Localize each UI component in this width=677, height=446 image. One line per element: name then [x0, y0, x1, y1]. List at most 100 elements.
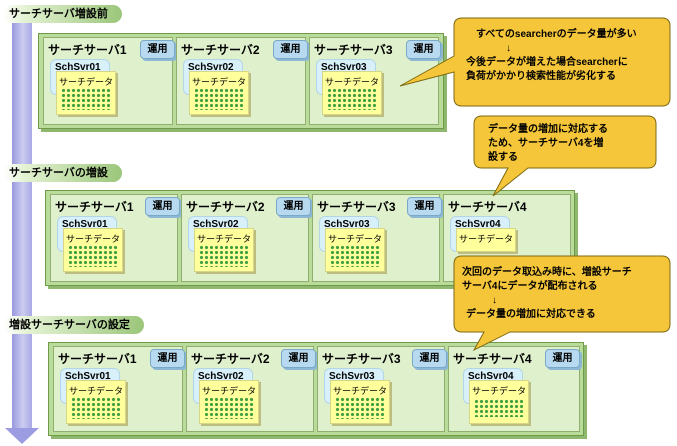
step-label-config: 増設サーチサーバの設定	[3, 316, 144, 334]
node-name: SchSvr02	[198, 371, 244, 382]
search-data-label: サーチデータ	[332, 386, 387, 396]
search-data-label: サーチデータ	[201, 386, 256, 396]
searcher-node: SchSvr02 サーチデータ	[188, 216, 254, 272]
data-dots	[61, 88, 111, 110]
server-title: サーチサーバ3	[314, 43, 393, 57]
operation-tag: 運用	[273, 40, 308, 59]
data-dots	[68, 245, 118, 267]
search-data-box: サーチデータ	[56, 71, 116, 115]
callout-1-line3: 負荷がかかり検索性能が劣化する	[466, 71, 616, 82]
server-title: サーチサーバ1	[55, 200, 134, 214]
data-dots	[330, 245, 380, 267]
search-data-label: サーチデータ	[191, 77, 246, 87]
search-server-2: サーチサーバ2 運用 SchSvr02 サーチデータ	[176, 37, 308, 125]
search-data-box: サーチデータ	[63, 228, 123, 272]
operation-tag: 運用	[412, 349, 447, 368]
search-server-3: サーチサーバ3 運用 SchSvr03 サーチデータ	[312, 194, 442, 282]
callout-3-text: 次回のデータ取込み時に、増設サーチ サーバ4にデータが配布される ↓ データ量の…	[462, 266, 667, 322]
operation-tag: 運用	[545, 349, 580, 368]
search-server-2: サーチサーバ2 運用 SchSvr02 サーチデータ	[186, 346, 316, 432]
server-group-add: サーチサーバ1 運用 SchSvr01 サーチデータ サーチサーバ2 運用 Sc…	[45, 190, 575, 286]
server-title: サーチサーバ4	[453, 352, 532, 366]
data-dots	[335, 397, 385, 419]
data-dots	[327, 88, 377, 110]
callout-1-line1: すべてのsearcherのデータ量が多い	[476, 29, 637, 40]
server-group-before: サーチサーバ1 運用 SchSvr01 サーチデータ サーチサーバ2 運用 Sc…	[38, 33, 444, 129]
operation-tag: 運用	[407, 197, 442, 216]
callout-1-arrow: ↓	[506, 43, 511, 54]
search-data-box: サーチデータ	[325, 228, 385, 272]
server-title: サーチサーバ1	[48, 43, 127, 57]
callout-3-line3: データ量の増加に対応できる	[466, 309, 596, 320]
operation-tag: 運用	[140, 40, 175, 59]
callout-3-arrow: ↓	[492, 295, 497, 306]
search-data-label: サーチデータ	[458, 234, 513, 244]
node-name: SchSvr03	[324, 219, 370, 230]
search-server-1: サーチサーバ1 運用 SchSvr01 サーチデータ	[43, 37, 175, 125]
searcher-node: SchSvr04 サーチデータ	[463, 368, 529, 424]
searcher-node: SchSvr02 サーチデータ	[183, 59, 249, 115]
search-data-label: サーチデータ	[324, 77, 379, 87]
node-name: SchSvr04	[455, 219, 501, 230]
search-data-box: サーチデータ	[194, 228, 254, 272]
node-name: SchSvr03	[321, 62, 367, 73]
callout-3-line1: 次回のデータ取込み時に、増設サーチ	[462, 267, 632, 278]
search-data-label: サーチデータ	[65, 234, 120, 244]
node-name: SchSvr02	[188, 62, 234, 73]
operation-tag: 運用	[150, 349, 185, 368]
search-data-box: サーチデータ	[66, 380, 126, 424]
server-title: サーチサーバ3	[322, 352, 401, 366]
data-dots	[474, 399, 524, 417]
data-dots	[194, 88, 244, 110]
search-data-label: サーチデータ	[68, 386, 123, 396]
search-data-label: サーチデータ	[58, 77, 113, 87]
callout-1-text: すべてのsearcherのデータ量が多い ↓ 今後データが増えた場合search…	[466, 28, 666, 84]
search-data-box: サーチデータ	[330, 380, 390, 424]
operation-tag: 運用	[145, 197, 180, 216]
callout-3-bubble	[453, 255, 671, 352]
searcher-node: SchSvr02 サーチデータ	[193, 368, 259, 424]
server-group-config: サーチサーバ1 運用 SchSvr01 サーチデータ サーチサーバ2 運用 Sc…	[48, 342, 584, 436]
callout-2-text: データ量の増加に対応する ため、サーチサーバ4を増 設する	[488, 123, 658, 165]
server-title: サーチサーバ4	[448, 200, 527, 214]
server-title: サーチサーバ2	[186, 200, 265, 214]
search-server-3: サーチサーバ3 運用 SchSvr03 サーチデータ	[309, 37, 441, 125]
data-dots	[199, 245, 249, 267]
search-server-3: サーチサーバ3 運用 SchSvr03 サーチデータ	[317, 346, 447, 432]
search-data-label: サーチデータ	[196, 234, 251, 244]
search-server-2: サーチサーバ2 運用 SchSvr02 サーチデータ	[181, 194, 311, 282]
search-data-box: サーチデータ	[189, 71, 249, 115]
operation-tag: 運用	[406, 40, 441, 59]
step-label-add: サーチサーバの増設	[3, 164, 122, 182]
node-name: SchSvr01	[62, 219, 108, 230]
server-title: サーチサーバ3	[317, 200, 396, 214]
flow-arrow-head	[5, 428, 39, 444]
data-dots	[204, 397, 254, 419]
server-title: サーチサーバ2	[191, 352, 270, 366]
node-name: SchSvr01	[55, 62, 101, 73]
callout-2-line2: ため、サーチサーバ4を増	[488, 138, 604, 149]
callout-2-line1: データ量の増加に対応する	[488, 124, 608, 135]
callout-1-line2: 今後データが増えた場合searcherに	[466, 57, 628, 68]
search-data-box: サーチデータ	[469, 380, 529, 424]
node-name: SchSvr03	[329, 371, 375, 382]
searcher-node: SchSvr03 サーチデータ	[324, 368, 390, 424]
server-title: サーチサーバ1	[58, 352, 137, 366]
search-server-1: サーチサーバ1 運用 SchSvr01 サーチデータ	[50, 194, 180, 282]
search-server-4: サーチサーバ4 運用 SchSvr04 サーチデータ	[448, 346, 580, 432]
search-data-label: サーチデータ	[327, 234, 382, 244]
searcher-node: SchSvr01 サーチデータ	[60, 368, 126, 424]
operation-tag: 運用	[281, 349, 316, 368]
callout-2-bubble	[473, 115, 657, 197]
search-server-1: サーチサーバ1 運用 SchSvr01 サーチデータ	[53, 346, 185, 432]
data-dots	[71, 397, 121, 419]
operation-tag: 運用	[276, 197, 311, 216]
node-name: SchSvr04	[468, 371, 514, 382]
callout-2-line3: 設する	[488, 152, 518, 163]
search-data-box: サーチデータ	[322, 71, 382, 115]
searcher-node: SchSvr04 サーチデータ	[450, 216, 516, 266]
searcher-node: SchSvr01 サーチデータ	[50, 59, 116, 115]
callout-1-bubble	[399, 17, 671, 107]
searcher-node: SchSvr01 サーチデータ	[57, 216, 123, 272]
